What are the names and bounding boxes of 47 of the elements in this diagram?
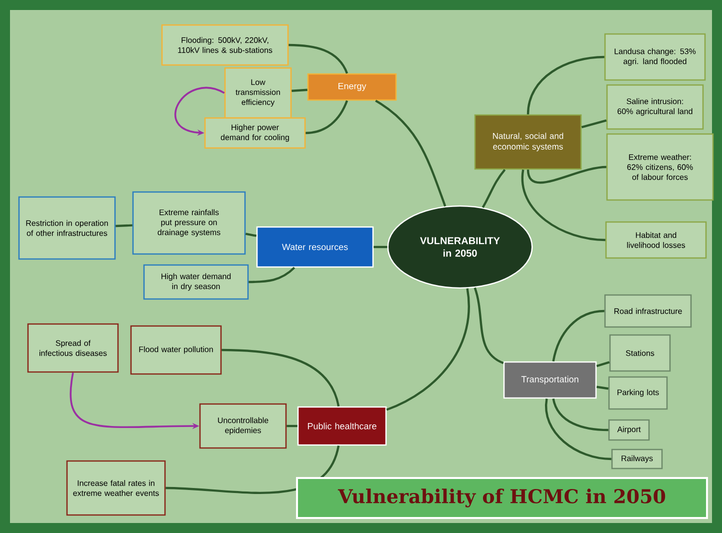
topic-box: Energy — [307, 73, 397, 101]
impact-box: Restriction in operation of other infrastructures — [18, 196, 116, 260]
impact-box: Saline intrusion: 60% agricultural land — [606, 84, 704, 130]
impact-box: High water demand in dry season — [143, 264, 249, 300]
branch-line — [526, 166, 606, 184]
branch-line — [286, 424, 298, 428]
branch-line — [596, 361, 610, 368]
topic-box: Natural, social and economic systems — [474, 114, 582, 170]
impact-box: Increase fatal rates in extreme weather events — [66, 460, 166, 516]
branch-line — [386, 288, 470, 411]
impact-box: Stations — [609, 334, 671, 372]
topic-box: Transportation — [503, 361, 597, 399]
branch-line — [552, 310, 604, 362]
branch-line — [521, 170, 606, 242]
impact-box: Flood water pollution — [130, 325, 222, 375]
title-banner: Vulnerability of HCMC in 2050 — [296, 477, 708, 519]
impact-box: Parking lots — [608, 376, 668, 410]
branch-line — [116, 224, 132, 228]
impact-box: Habitat and livelihood losses — [605, 221, 707, 259]
branch-line — [545, 398, 612, 460]
impact-box: Landusa change: 53% agri. land flooded — [604, 33, 706, 81]
impact-box: Railways — [611, 448, 663, 470]
branch-line — [596, 386, 609, 390]
branch-line — [552, 398, 608, 432]
impact-box: Uncontrollable epidemies — [199, 403, 287, 449]
branch-line — [245, 232, 257, 237]
branch-line — [474, 287, 504, 364]
impact-box: Higher power demand for cooling — [204, 117, 306, 149]
branch-line — [288, 44, 348, 74]
impact-box: Flooding: 500kV, 220kV, 110kV lines & sub-stations — [161, 24, 289, 66]
impact-box: Spread of infectious diseases — [27, 323, 119, 373]
impact-box: Extreme weather: 62% citizens, 60% of labour forces — [606, 133, 714, 201]
branch-line — [306, 100, 348, 134]
branch-line — [222, 348, 340, 407]
impact-box: Road infrastructure — [604, 294, 692, 328]
impact-box: Airport — [608, 419, 650, 441]
branch-line — [526, 56, 604, 114]
topic-box: Water resources — [256, 226, 374, 268]
branch-line — [374, 246, 388, 248]
topic-box: Public healthcare — [297, 406, 387, 446]
branch-line — [375, 100, 446, 207]
branch-line — [248, 266, 296, 284]
branch-line — [482, 168, 506, 208]
branch-line — [581, 119, 607, 128]
branch-line — [292, 88, 308, 92]
impact-box: Extreme rainfalls put pressure on drainage systems — [132, 191, 246, 255]
impact-box: Low transmission efficiency — [224, 67, 292, 119]
